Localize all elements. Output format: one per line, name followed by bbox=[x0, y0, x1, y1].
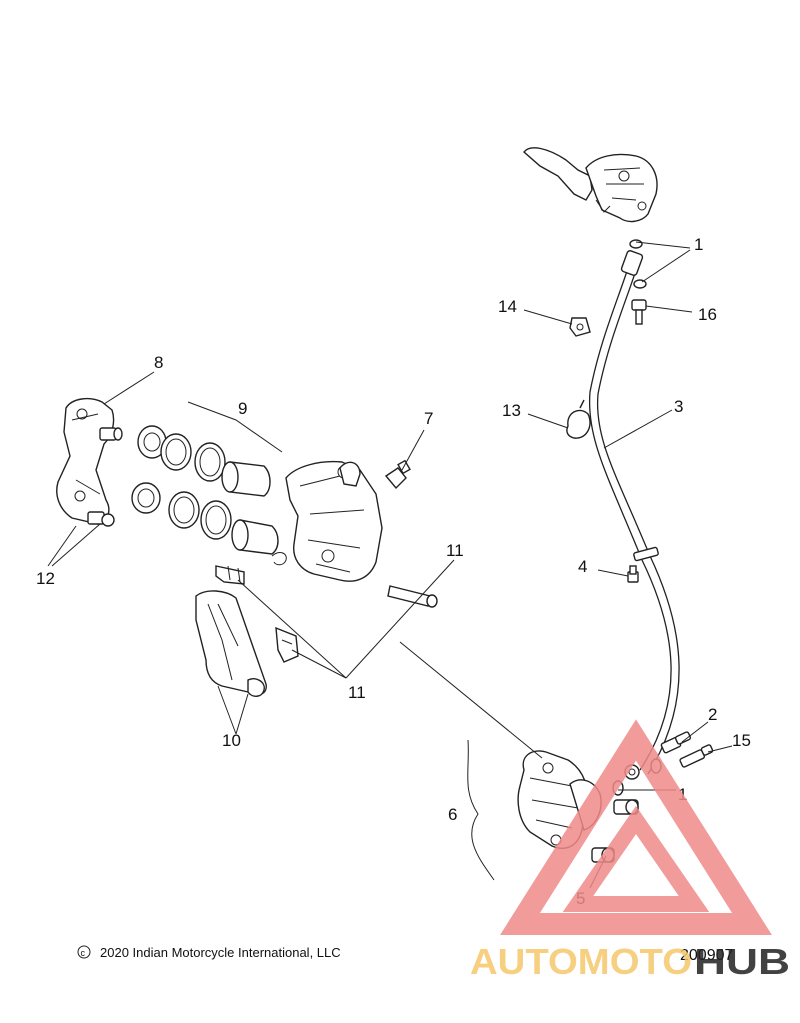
piston-kit-9-lower bbox=[131, 482, 279, 555]
caliper-bracket-8 bbox=[56, 397, 123, 527]
hose-clamp-13 bbox=[566, 399, 591, 439]
callout-8: 8 bbox=[154, 353, 163, 372]
callout-11-bottom: 11 bbox=[348, 683, 366, 702]
callout-7: 7 bbox=[424, 409, 433, 428]
bracket-9 bbox=[187, 401, 283, 453]
bracket-6 bbox=[467, 739, 495, 881]
callout-11-top: 11 bbox=[446, 541, 464, 560]
callout-10: 10 bbox=[222, 731, 241, 750]
bleeder-screw-7 bbox=[384, 459, 411, 490]
brake-pads-10 bbox=[195, 590, 267, 697]
callout-6: 6 bbox=[448, 805, 457, 824]
copyright-symbol: c bbox=[81, 948, 86, 958]
watermark-brand-part1: AUTOMOTO bbox=[470, 941, 692, 982]
callout-labels: 1 16 14 13 3 4 2 15 1 6 5 7 8 9 11 11 12… bbox=[36, 235, 751, 908]
bleeder-valve-2 bbox=[660, 731, 692, 754]
leader-lines bbox=[47, 241, 733, 889]
watermark-triangle-inner bbox=[562, 805, 710, 912]
bleeder-fitting-15 bbox=[679, 744, 714, 768]
callout-3: 3 bbox=[674, 397, 683, 416]
clip-nut-14 bbox=[569, 317, 591, 337]
callout-9: 9 bbox=[238, 399, 247, 418]
callout-14: 14 bbox=[498, 297, 517, 316]
document-number: 200907 bbox=[680, 947, 733, 964]
clip-ring bbox=[271, 552, 287, 566]
callout-16: 16 bbox=[698, 305, 717, 324]
piston-kit-9-upper bbox=[137, 425, 271, 497]
footer: c 2020 Indian Motorcycle International, … bbox=[77, 945, 733, 964]
callout-13: 13 bbox=[502, 401, 521, 420]
brake-lever-master-cylinder bbox=[523, 147, 658, 223]
pad-pin-11 bbox=[387, 585, 438, 608]
caliper-body bbox=[285, 460, 383, 582]
copyright-text: 2020 Indian Motorcycle International, LL… bbox=[100, 945, 341, 960]
callout-4: 4 bbox=[578, 557, 587, 576]
callout-2: 2 bbox=[708, 705, 717, 724]
callout-1-top: 1 bbox=[694, 235, 703, 254]
screw-4 bbox=[627, 565, 639, 583]
callout-15: 15 bbox=[732, 731, 751, 750]
brake-hose bbox=[588, 250, 680, 780]
pad-clip-11-a bbox=[215, 565, 245, 585]
callout-12: 12 bbox=[36, 569, 55, 588]
watermark-logo: AUTOMOTO HUB bbox=[470, 719, 790, 982]
watermark-triangle-outer bbox=[500, 719, 772, 935]
sealing-washer-top-a bbox=[629, 239, 643, 249]
banjo-bolt-16 bbox=[631, 299, 647, 325]
watermark-brand-part2: HUB bbox=[694, 941, 790, 982]
sealing-washer-top-b bbox=[633, 279, 647, 289]
copyright-icon bbox=[77, 945, 91, 959]
pad-clip-11-b bbox=[275, 626, 299, 663]
